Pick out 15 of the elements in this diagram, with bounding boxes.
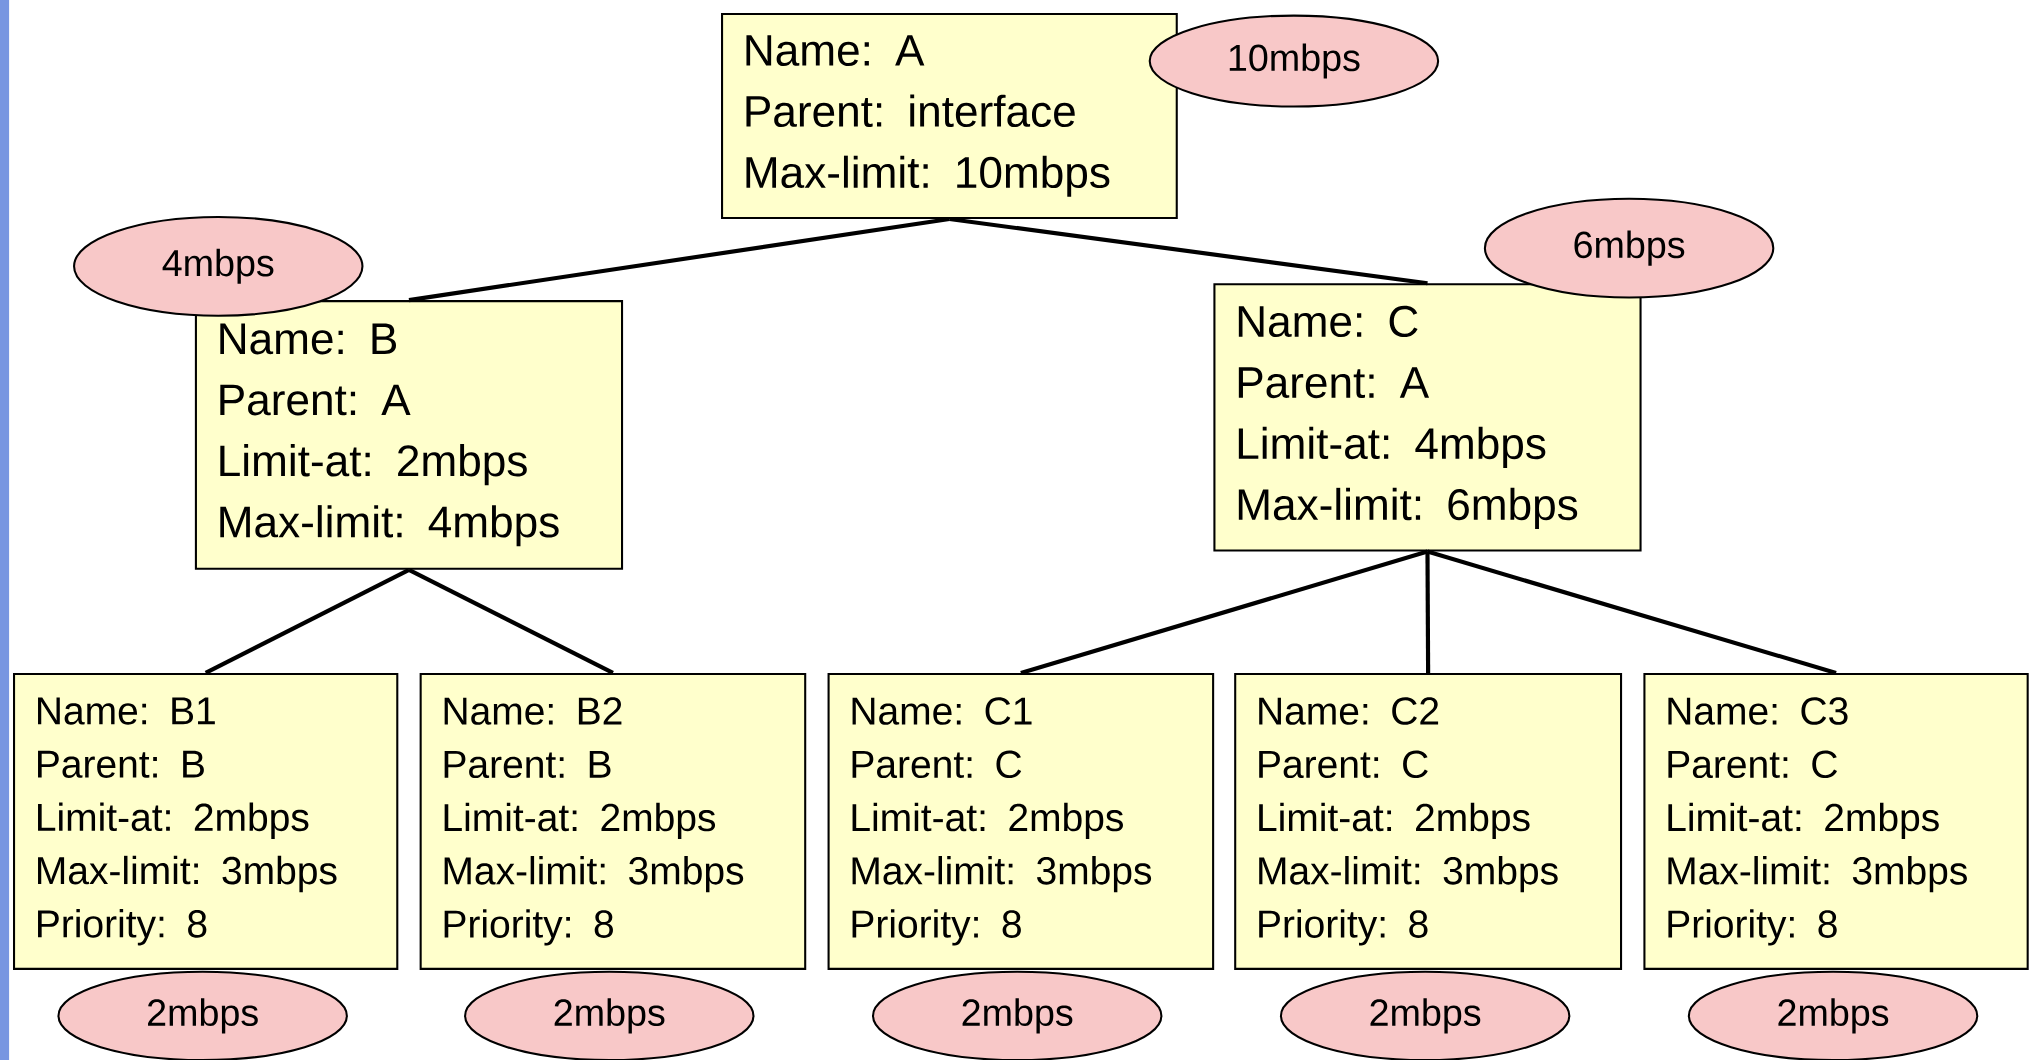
info-box: Name: A Parent: interface Max-limit: 10mbps: [721, 12, 1178, 219]
info-box: Name: C1 Parent: C Limit-at: 2mbps Max-limit: 3mbps Priority: 8: [827, 672, 1215, 970]
info-box: Name: C3 Parent: C Limit-at: 2mbps Max-limit: 3mbps Priority: 8: [1643, 672, 2029, 970]
connector-line: [1426, 549, 1837, 675]
connector-line: [204, 567, 410, 675]
info-box: Name: C2 Parent: C Limit-at: 2mbps Max-limit: 3mbps Priority: 8: [1234, 672, 1623, 970]
connector-line: [1020, 549, 1429, 675]
info-box: Name: C Parent: A Limit-at: 4mbps Max-limit: 6mbps: [1213, 283, 1642, 552]
info-box: Name: B1 Parent: B Limit-at: 2mbps Max-limit: 3mbps Priority: 8: [13, 672, 399, 970]
connector-line: [949, 216, 1428, 286]
info-box: Name: B2 Parent: B Limit-at: 2mbps Max-limit: 3mbps Priority: 8: [419, 672, 807, 970]
connector-line: [408, 216, 950, 303]
connector-line: [408, 567, 614, 675]
connector-line: [1425, 551, 1431, 673]
info-box: Name: B Parent: A Limit-at: 2mbps Max-limit: 4mbps: [194, 300, 624, 570]
